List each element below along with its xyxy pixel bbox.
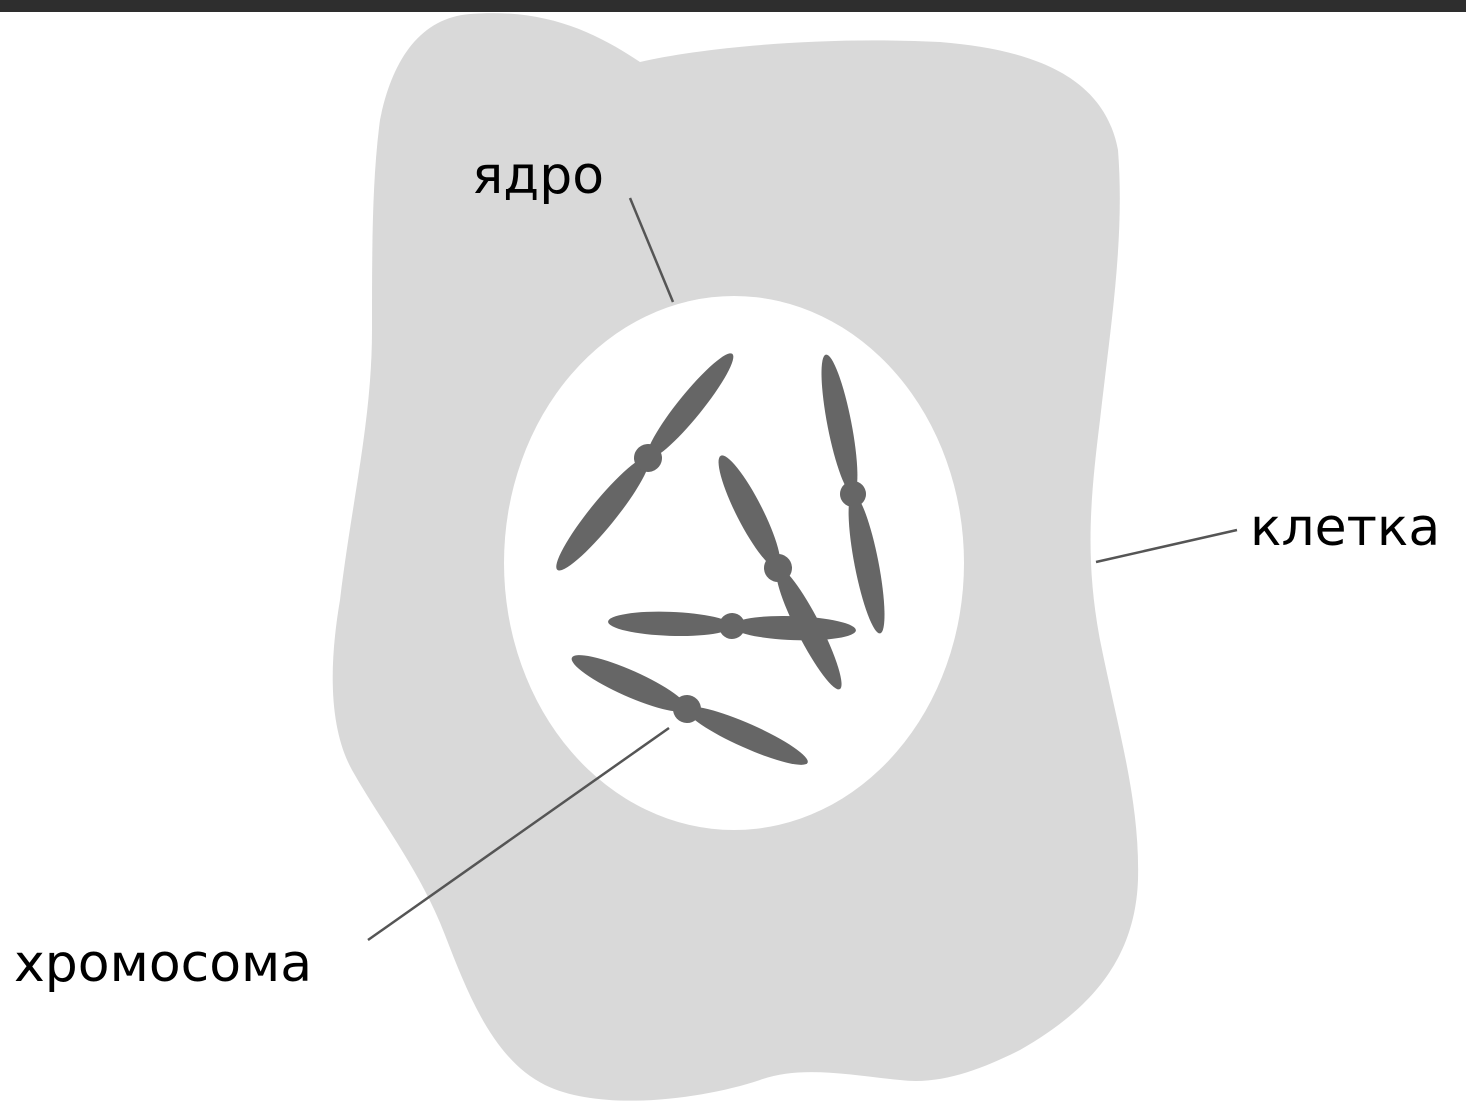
cell-leader-line [1096, 530, 1237, 562]
nucleus-label: ядро [472, 150, 604, 202]
chromosome-label: хромосома [14, 938, 312, 990]
cell-label: клетка [1250, 502, 1440, 554]
